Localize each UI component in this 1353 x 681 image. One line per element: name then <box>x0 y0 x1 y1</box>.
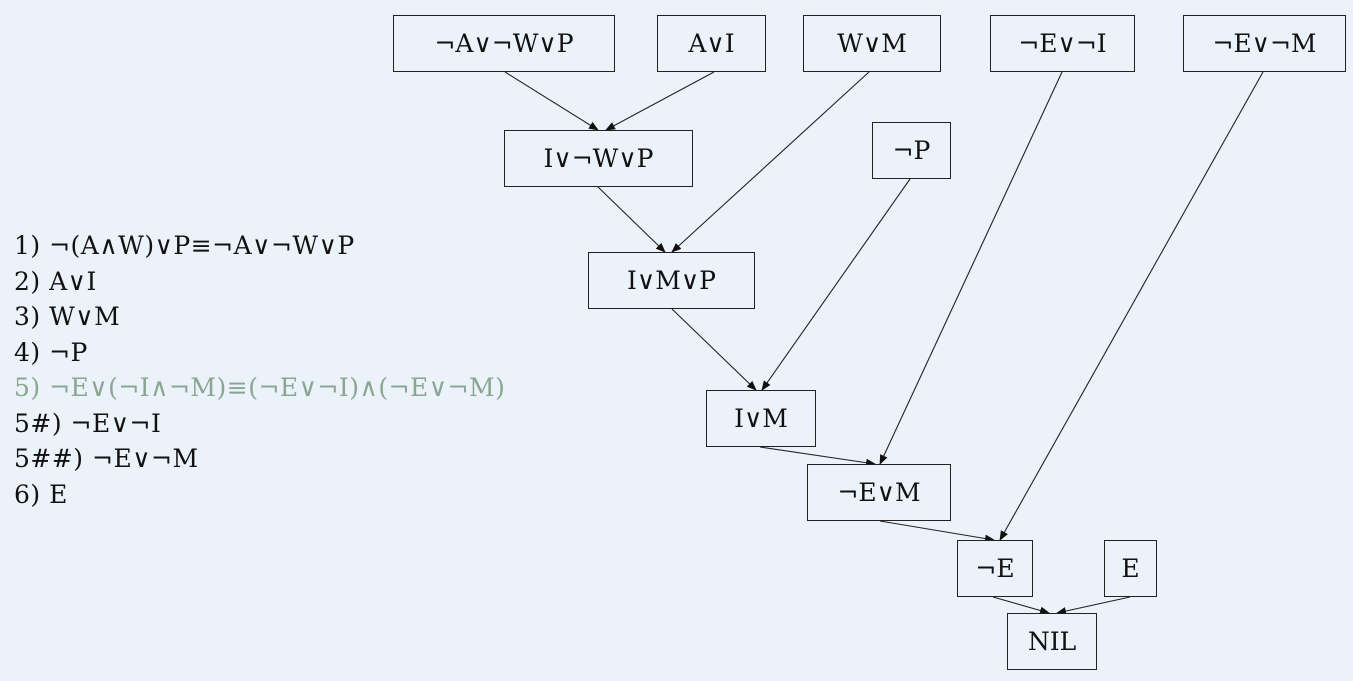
edge-n6-n8 <box>597 186 666 253</box>
edge-n10-n11 <box>879 520 995 543</box>
node-i-or-not-w-or-p: I∨¬W∨P <box>504 130 693 187</box>
clause-5: 5) ¬E∨(¬I∧¬M)≡(¬E∨¬I)∧(¬E∨¬M) <box>14 373 506 402</box>
clause-1: 1) ¬(A∧W)∨P≡¬A∨¬W∨P <box>14 231 355 260</box>
node-not-a-or-not-w-or-p: ¬A∨¬W∨P <box>393 15 615 72</box>
edge-n9-n10 <box>759 446 876 467</box>
edge-n5-n11 <box>999 71 1264 541</box>
clause-3: 3) W∨M <box>14 302 121 331</box>
clause-4: 4) ¬P <box>14 337 88 367</box>
edge-n3-n8 <box>671 71 870 253</box>
node-not-p: ¬P <box>872 122 951 179</box>
edge-n4-n10 <box>879 71 1063 465</box>
node-i-or-m: I∨M <box>706 390 816 447</box>
edge-n11-n13 <box>992 596 1050 615</box>
node-e: E <box>1104 540 1157 597</box>
node-w-or-m: W∨M <box>803 15 941 72</box>
edge-n1-n6 <box>504 71 599 131</box>
node-i-or-m-or-p: I∨M∨P <box>588 252 755 309</box>
edge-n2-n6 <box>605 71 715 131</box>
node-not-e-or-not-m: ¬E∨¬M <box>1183 15 1346 72</box>
node-nil: NIL <box>1007 613 1097 670</box>
node-a-or-i: A∨I <box>657 15 766 72</box>
edge-n12-n13 <box>1056 596 1131 615</box>
clause-5b: 5##) ¬E∨¬M <box>14 444 199 473</box>
clause-2: 2) A∨I <box>14 266 97 296</box>
node-not-e: ¬E <box>957 540 1033 597</box>
node-not-e-or-m: ¬E∨M <box>807 464 951 521</box>
clause-list: 1) ¬(A∧W)∨P≡¬A∨¬W∨P 2) A∨I 3) W∨M 4) ¬P … <box>14 228 505 512</box>
edge-n7-n9 <box>761 178 911 391</box>
edge-n8-n9 <box>671 308 757 391</box>
clause-6: 6) E <box>14 479 68 509</box>
clause-5a: 5#) ¬E∨¬I <box>14 408 162 438</box>
node-not-e-or-not-i: ¬E∨¬I <box>990 15 1135 72</box>
